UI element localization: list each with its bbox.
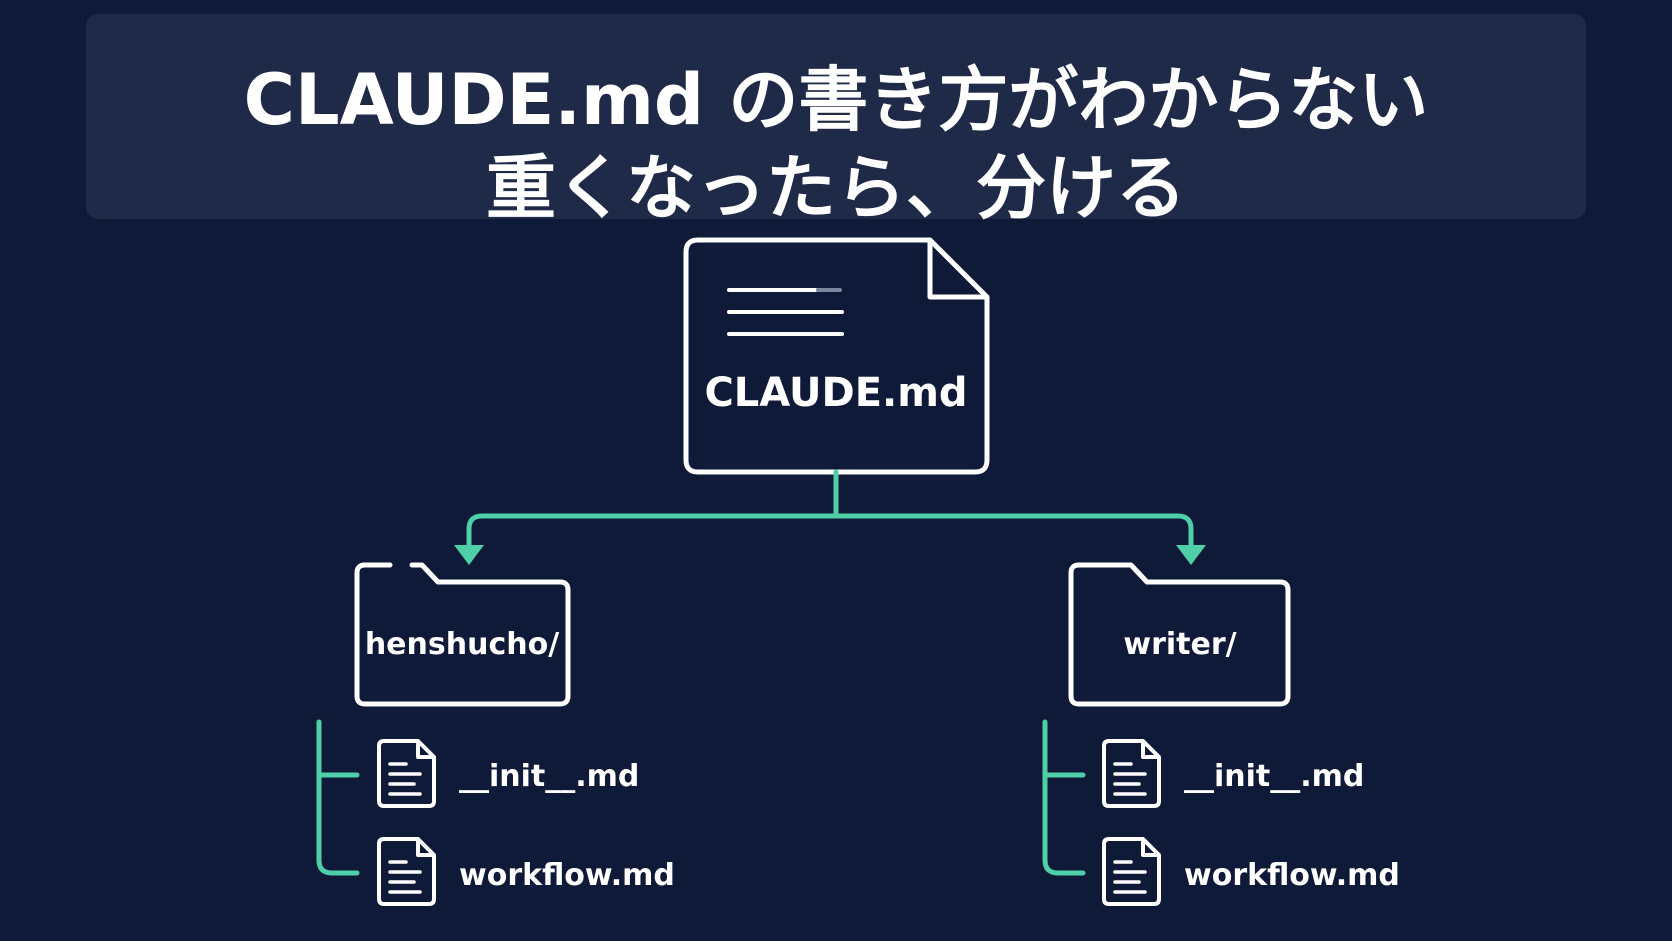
file-label: workflow.md xyxy=(459,858,675,893)
right-tree-lines xyxy=(1042,719,1086,876)
file-item: __init__.md xyxy=(377,739,639,808)
title-banner: CLAUDE.md の書き方がわからない 重くなったら、分ける xyxy=(86,14,1586,229)
file-icon xyxy=(1102,837,1161,906)
connectors xyxy=(466,469,1194,551)
folder-icon xyxy=(354,562,571,707)
document-icon xyxy=(683,237,990,475)
file-icon xyxy=(377,837,436,906)
left-branch xyxy=(466,513,839,551)
right-arrowhead xyxy=(1176,545,1206,565)
right-branch xyxy=(833,513,1194,551)
file-item: workflow.md xyxy=(377,837,675,906)
left-arrowhead xyxy=(454,545,484,565)
folder-icon xyxy=(1068,562,1291,707)
file-icon xyxy=(1102,739,1161,808)
file-label: __init__.md xyxy=(1184,759,1364,794)
folder-writer: writer/ xyxy=(1068,562,1291,707)
folder-henshucho: henshucho/ xyxy=(354,562,571,707)
root-file-label: CLAUDE.md xyxy=(704,370,967,416)
file-label: workflow.md xyxy=(1184,858,1400,893)
file-icon xyxy=(377,739,436,808)
file-item: workflow.md xyxy=(1102,837,1400,906)
folder-label: writer/ xyxy=(1123,627,1236,662)
title-line-1: CLAUDE.md の書き方がわからない xyxy=(243,59,1429,141)
document-fold xyxy=(927,240,987,300)
file-label: __init__.md xyxy=(459,759,639,794)
title-line-2: 重くなったら、分ける xyxy=(486,147,1186,229)
folder-label: henshucho/ xyxy=(365,627,559,662)
root-document: CLAUDE.md xyxy=(683,237,990,475)
file-item: __init__.md xyxy=(1102,739,1364,808)
left-tree-lines xyxy=(316,719,360,876)
